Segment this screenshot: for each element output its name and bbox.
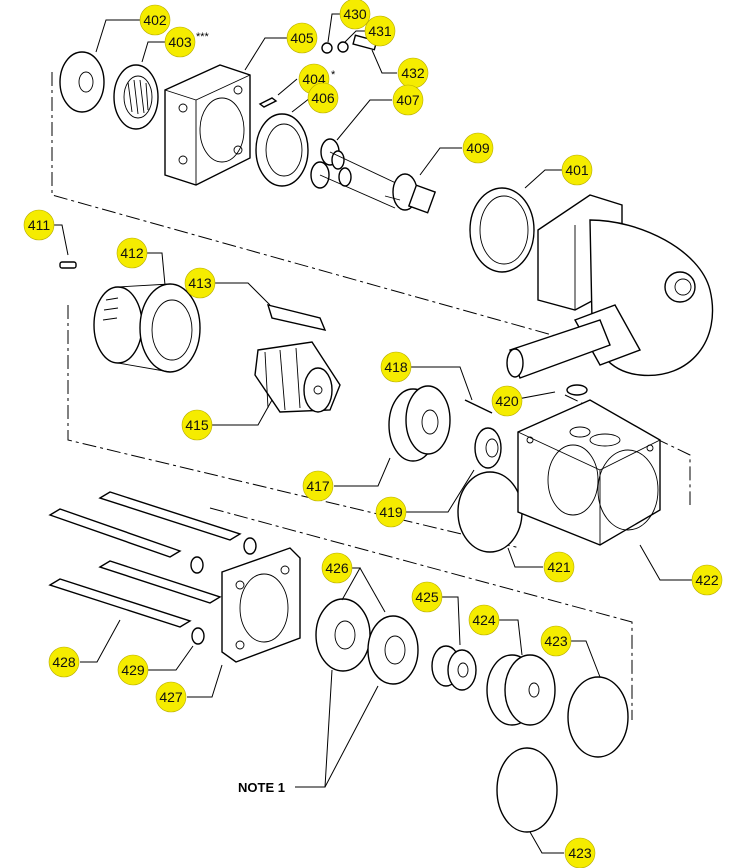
callout-426: 426 bbox=[321, 552, 353, 584]
part-motor-housing bbox=[506, 194, 714, 379]
part-424-end-cap bbox=[486, 654, 556, 726]
callout-407-label: 407 bbox=[396, 92, 420, 108]
callout-419: 419 bbox=[375, 496, 407, 528]
callout-411-label: 411 bbox=[28, 217, 51, 233]
callout-425-label: 425 bbox=[415, 589, 439, 605]
part-425-bearing bbox=[431, 645, 477, 691]
part-417-end-plate bbox=[388, 385, 451, 462]
part-430-431-432-hardware bbox=[258, 34, 378, 108]
callout-403: 403 *** bbox=[164, 26, 210, 58]
callout-431: 431 bbox=[364, 15, 396, 47]
part-419-bearing bbox=[474, 427, 502, 469]
callout-421-label: 421 bbox=[547, 559, 571, 575]
callout-409-label: 409 bbox=[466, 140, 490, 156]
callout-418: 418 bbox=[380, 351, 412, 383]
callout-415: 415 bbox=[181, 409, 213, 441]
part-412-cam-ring bbox=[93, 283, 201, 373]
callout-412: 412 bbox=[116, 237, 148, 269]
callout-402: 402 bbox=[139, 4, 171, 36]
callout-423-upper: 423 bbox=[540, 625, 572, 657]
callout-428-label: 428 bbox=[52, 654, 76, 670]
callout-423-lower-label: 423 bbox=[568, 845, 592, 861]
callout-406: 406 bbox=[307, 82, 339, 114]
callout-401-label: 401 bbox=[565, 162, 589, 178]
part-406-seal bbox=[255, 113, 309, 187]
callout-422: 422 bbox=[691, 564, 723, 596]
part-428-bolts bbox=[48, 491, 242, 628]
assembly-dash-lines bbox=[51, 72, 691, 720]
part-403-bearing bbox=[113, 64, 159, 130]
callout-409: 409 bbox=[462, 132, 494, 164]
part-423-o-rings bbox=[496, 676, 629, 833]
callout-413: 413 bbox=[184, 267, 216, 299]
part-421-o-ring bbox=[457, 471, 523, 553]
callout-418-label: 418 bbox=[384, 359, 408, 375]
callout-404-mark: * bbox=[331, 69, 336, 81]
callout-417-label: 417 bbox=[306, 478, 330, 494]
part-402-washer bbox=[59, 51, 105, 113]
callout-423-upper-label: 423 bbox=[544, 633, 568, 649]
callout-429: 429 bbox=[117, 654, 149, 686]
part-429-washers bbox=[190, 537, 257, 645]
callout-425: 425 bbox=[411, 581, 443, 613]
callout-413-label: 413 bbox=[188, 275, 212, 291]
callout-401: 401 bbox=[561, 154, 593, 186]
callout-427-label: 427 bbox=[159, 689, 183, 705]
callout-428: 428 bbox=[48, 646, 80, 678]
callout-420: 420 bbox=[491, 385, 523, 417]
part-407-gears bbox=[310, 138, 401, 209]
callout-422-label: 422 bbox=[695, 572, 719, 588]
callout-430-label: 430 bbox=[343, 6, 367, 22]
part-413-vane bbox=[266, 304, 327, 331]
callout-430: 430 bbox=[339, 0, 371, 30]
part-422-housing-block bbox=[517, 399, 661, 546]
part-420-o-ring bbox=[566, 384, 588, 396]
callout-411: 411 bbox=[23, 209, 55, 241]
callout-415-label: 415 bbox=[185, 417, 209, 433]
part-418-pin bbox=[464, 399, 493, 414]
note-1-label: NOTE 1 bbox=[238, 780, 285, 795]
part-411-pin bbox=[59, 261, 77, 269]
callout-432: 432 bbox=[397, 57, 429, 89]
callout-424-label: 424 bbox=[472, 612, 496, 628]
callout-402-label: 402 bbox=[143, 12, 167, 28]
part-401-seal-ring bbox=[469, 187, 535, 273]
callout-431-label: 431 bbox=[368, 23, 392, 39]
callout-405-label: 405 bbox=[290, 30, 314, 46]
part-409-shaft bbox=[384, 173, 437, 214]
callout-423-lower: 423 bbox=[564, 837, 596, 868]
callout-412-label: 412 bbox=[120, 245, 144, 261]
part-427-end-cover bbox=[221, 547, 301, 663]
callout-432-label: 432 bbox=[401, 65, 425, 81]
callout-427: 427 bbox=[155, 681, 187, 713]
callout-429-label: 429 bbox=[121, 662, 145, 678]
leader-lines bbox=[40, 13, 692, 854]
callout-407: 407 bbox=[392, 84, 424, 116]
callout-420-label: 420 bbox=[495, 393, 519, 409]
callout-403-mark: *** bbox=[196, 31, 210, 43]
part-415-rotor bbox=[254, 341, 341, 413]
part-405-flange-plate bbox=[164, 64, 251, 186]
callout-405: 405 bbox=[286, 22, 318, 54]
callout-403-label: 403 bbox=[168, 34, 192, 50]
callout-424: 424 bbox=[468, 604, 500, 636]
callout-426-label: 426 bbox=[325, 560, 349, 576]
callout-421: 421 bbox=[543, 551, 575, 583]
part-426-shims bbox=[315, 598, 419, 685]
callout-419-label: 419 bbox=[379, 504, 403, 520]
callout-417: 417 bbox=[302, 470, 334, 502]
callout-406-label: 406 bbox=[311, 90, 335, 106]
